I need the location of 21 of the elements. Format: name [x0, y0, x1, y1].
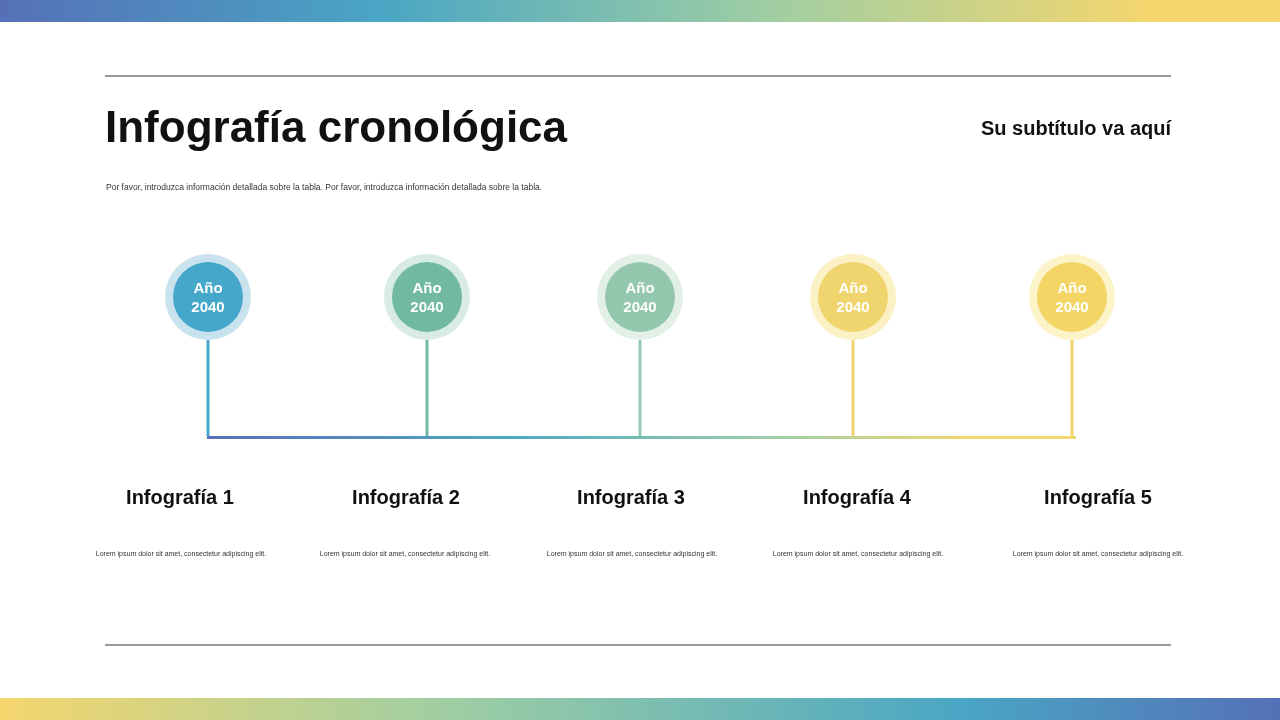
connector-line [206, 340, 210, 436]
item-heading: Infografía 5 [1043, 486, 1153, 509]
year-label: Año 2040 [835, 278, 871, 316]
top-gradient-band [0, 0, 1280, 22]
title: Infografía cronológica [105, 102, 568, 152]
timeline-bar [207, 436, 1076, 439]
description: Por favor, introduzca información detallada sobre la tabla. Por favor, introduzca información detallada sobre la tabla. [106, 182, 543, 192]
item-heading: Infografía 3 [576, 486, 686, 509]
bottom-gradient-band [0, 698, 1280, 720]
year-label: Año 2040 [190, 278, 226, 316]
connector-line [851, 340, 855, 436]
year-label: Año 2040 [1054, 278, 1090, 316]
connector-line [1070, 340, 1074, 436]
connector-line [425, 340, 429, 436]
year-label: Año 2040 [622, 278, 658, 316]
connector-line [638, 340, 642, 436]
year-label: Año 2040 [409, 278, 445, 316]
subtitle: Su subtítulo va aquí [981, 117, 1171, 140]
item-heading: Infografía 1 [125, 486, 235, 509]
item-heading: Infografía 4 [802, 486, 912, 509]
item-heading: Infografía 2 [351, 486, 461, 509]
